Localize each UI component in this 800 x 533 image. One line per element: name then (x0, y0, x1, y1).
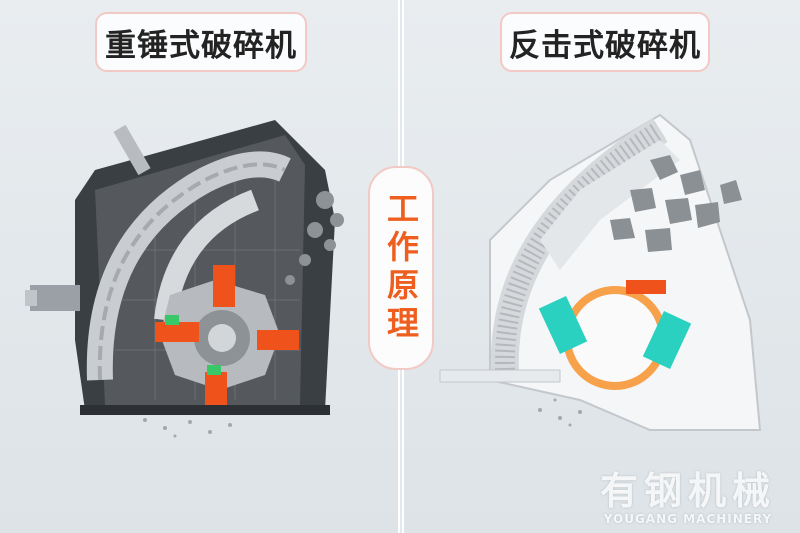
brand-watermark: 有钢机械 YOUGANG MACHINERY (588, 470, 788, 526)
impact-crusher-illustration (439, 113, 762, 431)
left-title: 重锤式破碎机 (95, 12, 307, 72)
working-principle-label: 工作原理 (382, 192, 420, 344)
watermark-cn: 有钢机械 (599, 469, 776, 513)
right-title: 反击式破碎机 (500, 12, 710, 72)
hammer-crusher-illustration (25, 120, 344, 438)
watermark-en: YOUGANG MACHINERY (603, 512, 773, 526)
working-principle-badge: 工作原理 (368, 166, 434, 370)
